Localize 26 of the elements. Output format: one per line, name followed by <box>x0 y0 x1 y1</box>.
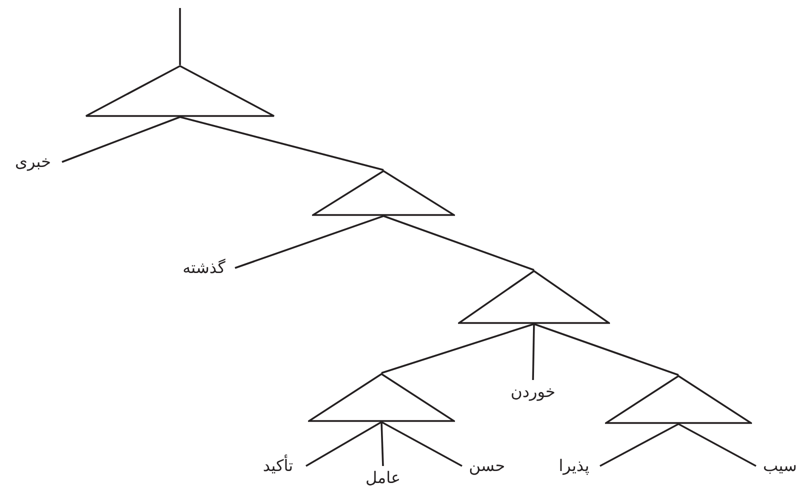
word-label: خبری <box>4 150 62 174</box>
triangle-node <box>85 65 275 117</box>
branch-line <box>179 8 181 65</box>
branch-line <box>600 423 679 467</box>
word-label: تأکید <box>250 454 306 478</box>
branch-line <box>62 116 180 163</box>
branch-line <box>380 422 384 466</box>
branch-line <box>381 421 462 467</box>
triangle-node <box>312 170 455 216</box>
branch-line <box>306 421 382 467</box>
triangle-node <box>308 373 455 422</box>
word-label: عامل <box>354 466 412 490</box>
word-label: حسن <box>462 454 512 478</box>
word-label: سیب <box>756 454 804 478</box>
branch-line <box>180 116 384 171</box>
branch-line <box>234 215 384 269</box>
branch-line <box>381 323 534 374</box>
word-label: پذیرا <box>548 454 600 478</box>
branch-line <box>383 215 534 271</box>
triangle-node <box>458 270 610 324</box>
branch-line <box>678 423 756 467</box>
triangle-node <box>605 375 752 424</box>
branch-line <box>532 324 535 380</box>
branch-line <box>534 323 679 376</box>
word-label: خوردن <box>498 380 568 404</box>
word-label: گذشته <box>173 256 235 280</box>
